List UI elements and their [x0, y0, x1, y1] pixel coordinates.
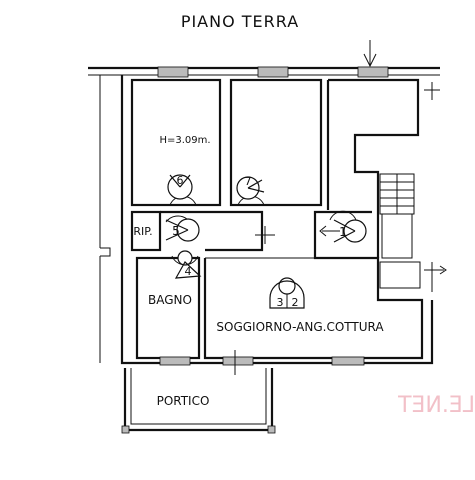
corridor — [160, 210, 275, 252]
stair-block — [326, 40, 440, 259]
marker-4: 4 — [174, 250, 202, 279]
marker-7: 7 — [236, 175, 265, 200]
plan-title: PIANO TERRA — [181, 12, 299, 31]
rip-label: RIP. — [133, 225, 152, 238]
marker-6: 6 — [167, 174, 193, 200]
room-bagno: BAGNO — [135, 256, 201, 366]
marker-5-label: 5 — [172, 224, 180, 238]
bagno-label: BAGNO — [148, 293, 192, 307]
room-portico: PORTICO — [121, 368, 276, 434]
room-soggiorno: SOGGIORNO-ANG.COTTURA — [203, 210, 447, 375]
soggiorno-label: SOGGIORNO-ANG.COTTURA — [216, 320, 384, 334]
portico-label: PORTICO — [157, 394, 210, 408]
watermark: LE.NET — [397, 393, 475, 418]
marker-4-label: 4 — [185, 265, 192, 278]
marker-7-label: 7 — [245, 175, 252, 188]
marker-3-2: 3 2 — [269, 277, 305, 309]
room-left-bedroom: H=3.09m. — [130, 66, 222, 207]
marker-5: 5 — [165, 218, 200, 242]
marker-2-label: 2 — [292, 296, 299, 309]
room-rip: RIP. — [130, 210, 162, 252]
outer-walls — [88, 66, 440, 365]
room-height-label: H=3.09m. — [159, 135, 210, 146]
marker-1-label: 1 — [339, 225, 347, 239]
marker-3-label: 3 — [277, 296, 284, 309]
room-right-bedroom — [229, 66, 323, 207]
marker-6-label: 6 — [177, 174, 184, 187]
marker-1: 1 — [333, 219, 367, 243]
